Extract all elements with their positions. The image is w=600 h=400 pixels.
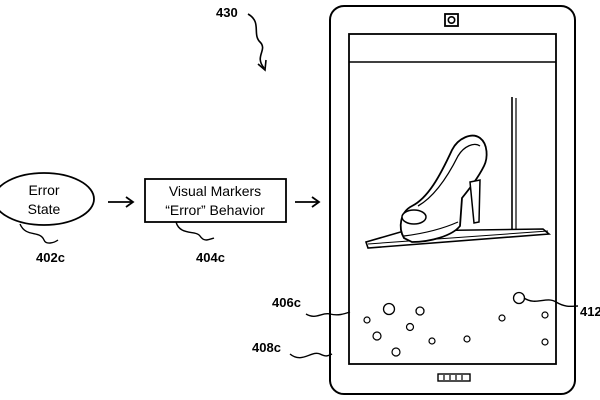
error-state-ellipse — [0, 172, 95, 226]
visual-markers-box — [144, 178, 287, 223]
marker-circle — [541, 311, 549, 319]
figure-number: 430 — [216, 5, 238, 20]
front-camera-icon — [444, 13, 459, 27]
marker-circle — [391, 347, 401, 357]
screen-ref-leader — [289, 352, 333, 359]
high-heel-shoe-image — [364, 97, 552, 249]
screen-ref: 408c — [252, 340, 281, 355]
error-state-ref-leader — [19, 223, 59, 244]
marker-ref-leader — [523, 297, 579, 308]
home-button-icon — [437, 373, 471, 382]
marker-circle — [415, 306, 425, 316]
marker-circle — [498, 314, 506, 322]
marker-circle — [405, 322, 415, 332]
visual-markers-label-line2: “Error” Behavior — [165, 202, 265, 218]
marker-ref: 412 — [580, 304, 600, 319]
error-state-ref: 402c — [36, 250, 65, 265]
marker-circle — [372, 331, 382, 341]
marker-circle — [541, 338, 549, 346]
figure-leader-arrowhead — [257, 59, 267, 72]
content-region-ref: 406c — [272, 295, 301, 310]
marker-circle — [363, 316, 371, 324]
marker-circle — [463, 335, 471, 343]
mobile-device — [329, 5, 576, 395]
marker-circle — [428, 337, 436, 345]
visual-markers-ref-leader — [175, 221, 215, 241]
visual-markers-label-line1: Visual Markers — [169, 183, 261, 199]
marker-circle — [382, 302, 396, 316]
figure-leader-line — [247, 13, 265, 69]
error-state-label-line2: State — [28, 201, 61, 217]
error-visual-markers — [363, 291, 549, 357]
content-region-ref-leader — [305, 311, 351, 317]
flow-arrow-2-head — [311, 196, 321, 208]
visual-markers-ref: 404c — [196, 250, 225, 265]
flow-arrow-1-head — [125, 196, 135, 208]
marker-circle — [512, 291, 526, 305]
error-state-label-line1: Error — [28, 182, 59, 198]
